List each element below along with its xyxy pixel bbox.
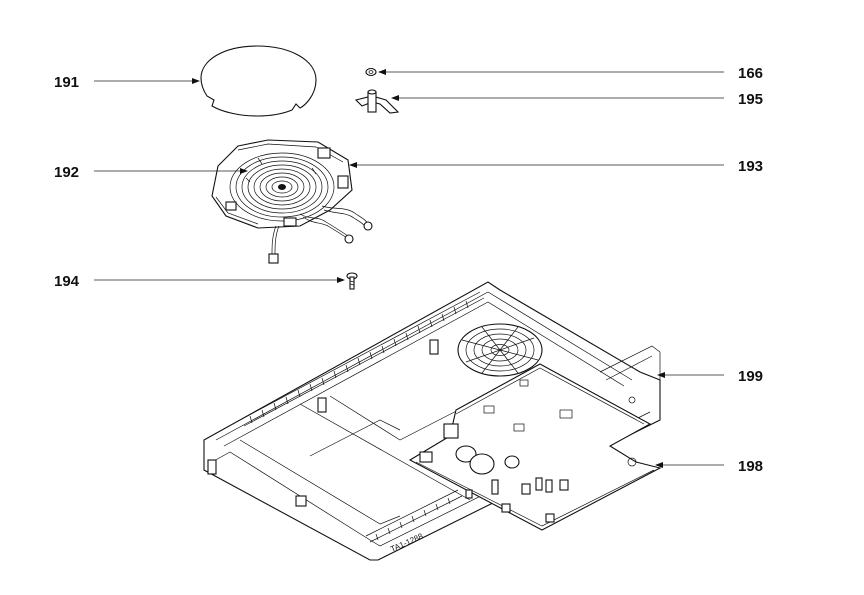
label-191: 191 — [54, 74, 79, 91]
label-198: 198 — [738, 458, 763, 475]
part-199-housing-tray: TA1-1288 — [203, 281, 661, 561]
pcb-chips — [483, 379, 573, 432]
tray-rib-strip — [239, 291, 485, 427]
part-191-round-sheet — [200, 45, 317, 117]
part-194-screw — [346, 272, 358, 290]
part-193-induction-coil — [211, 139, 373, 264]
label-194: 194 — [54, 273, 80, 290]
label-195: 195 — [738, 91, 763, 108]
coil-lead-wires — [268, 205, 373, 264]
pcb-component-relay — [443, 423, 459, 439]
tray-front-rib-strip — [365, 489, 463, 543]
coil-windings — [229, 152, 335, 222]
tray-clips — [207, 339, 439, 507]
coil-mount-tabs — [225, 147, 349, 227]
fan-grille — [457, 323, 543, 377]
label-192: 192 — [54, 164, 79, 181]
tray-side-rail — [599, 345, 661, 381]
part-number-labels: 191 192 194 166 195 193 199 198 — [54, 65, 763, 475]
pcb-capacitors — [455, 445, 520, 475]
part-166-washer — [365, 67, 377, 77]
part-195-support-bracket — [354, 89, 400, 114]
pcb-connectors — [419, 451, 569, 523]
leader-lines — [94, 69, 724, 468]
label-193: 193 — [738, 158, 763, 175]
label-166: 166 — [738, 65, 763, 82]
part-198-pcb — [408, 363, 662, 531]
label-199: 199 — [738, 368, 763, 385]
